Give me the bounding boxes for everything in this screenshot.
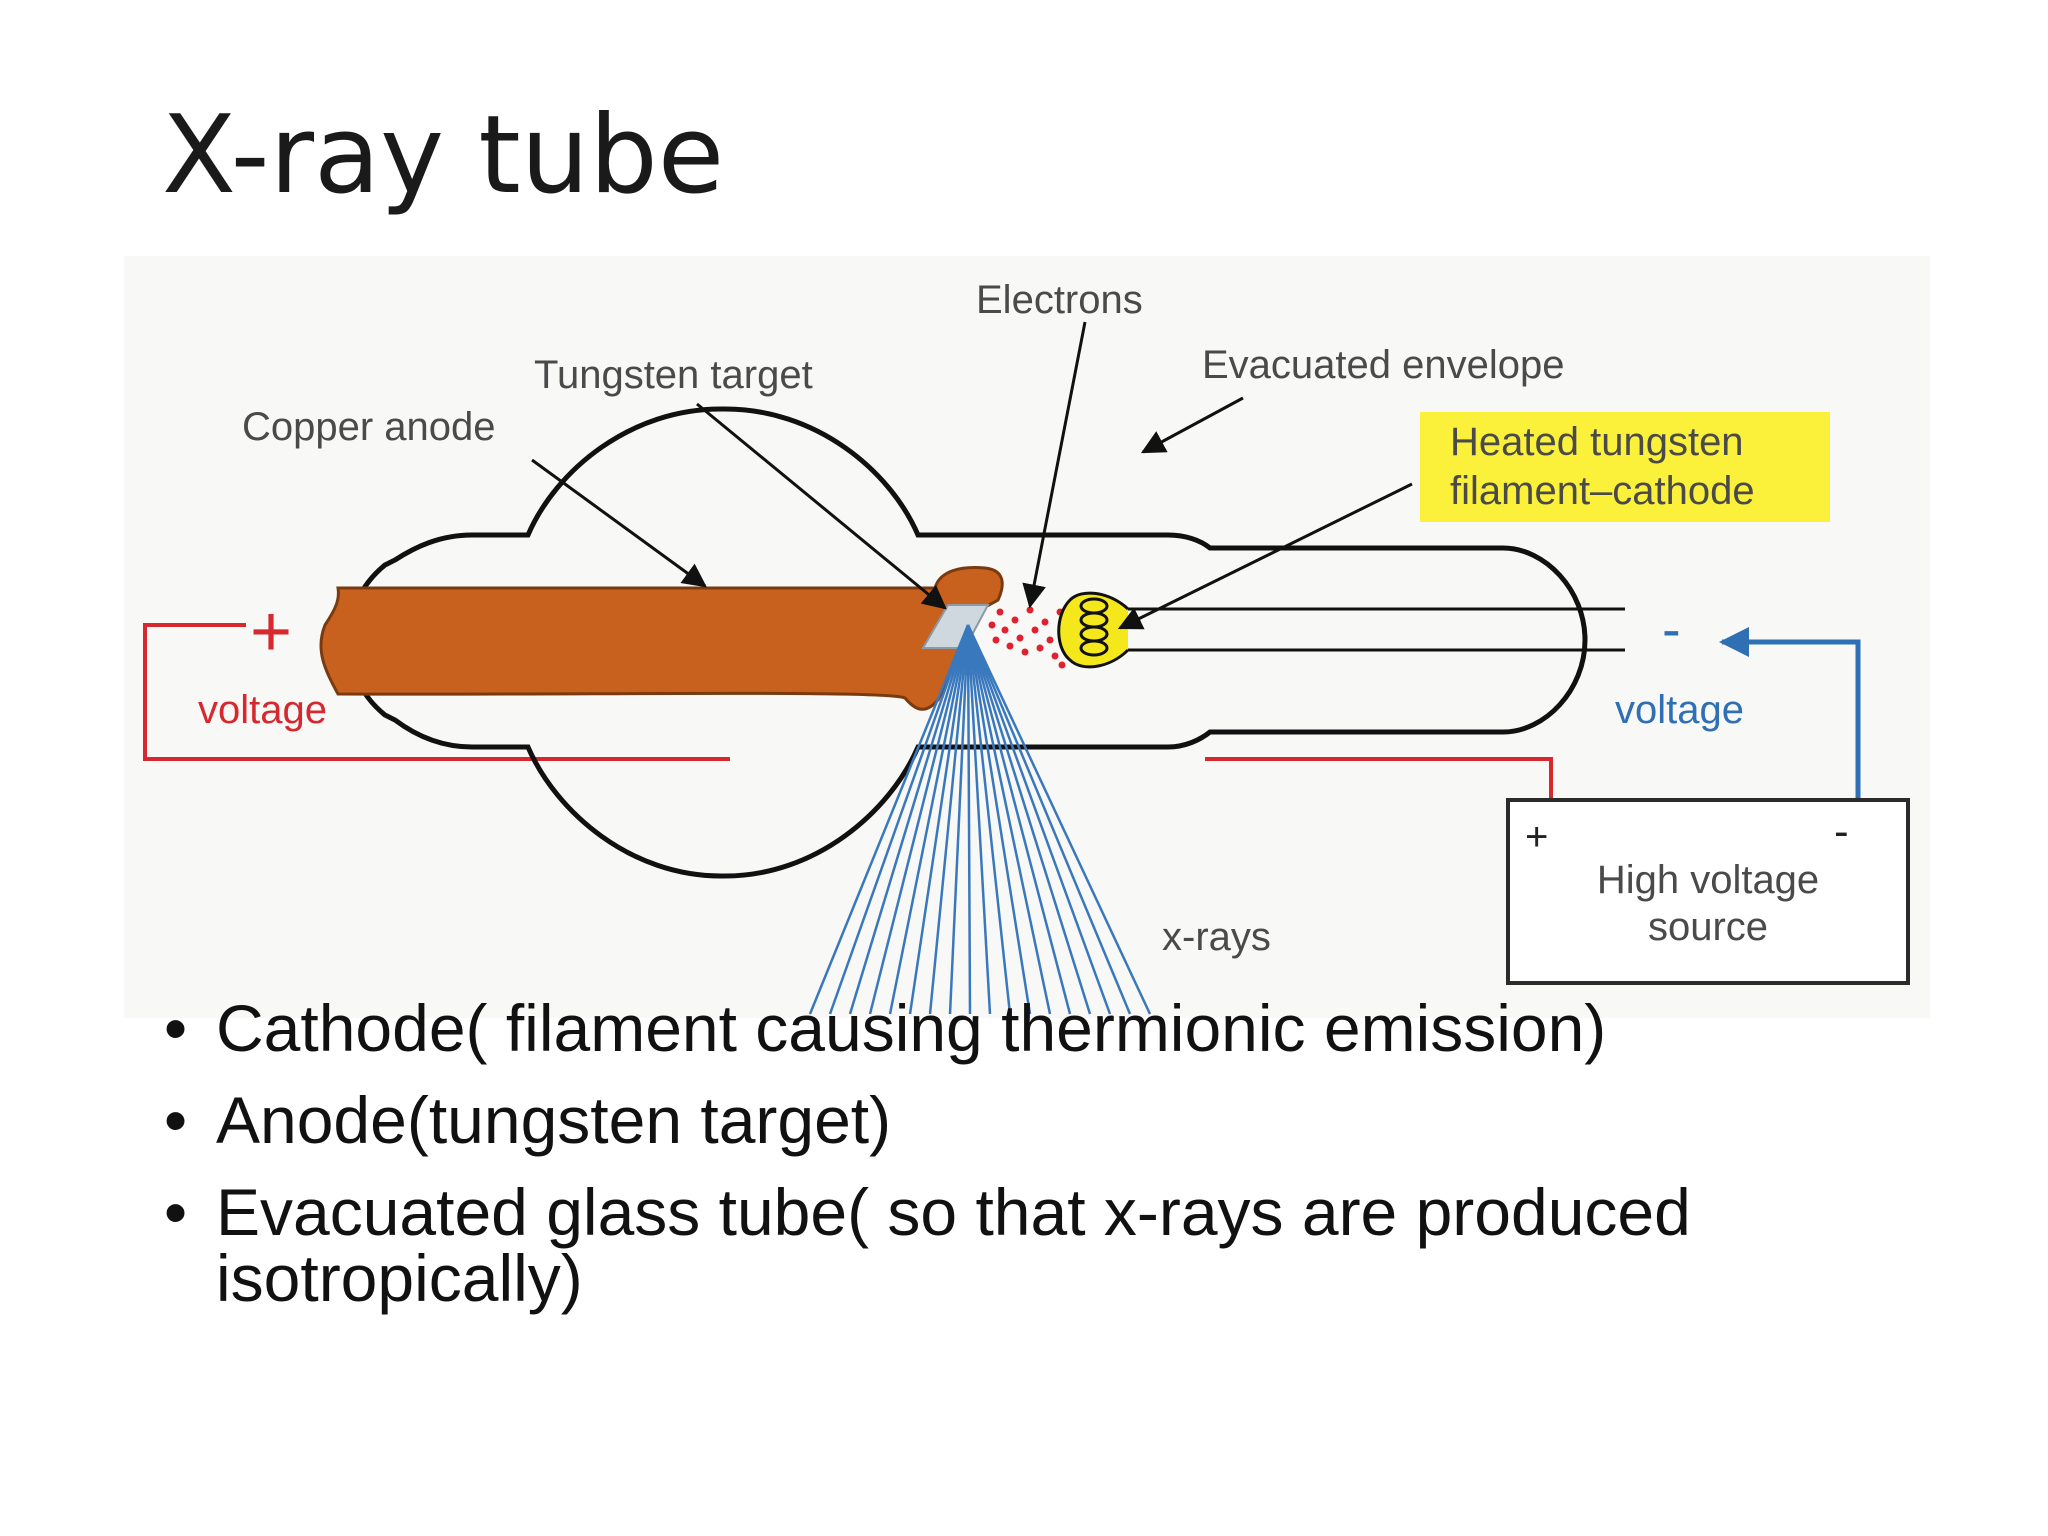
tungsten-target-label: Tungsten target [534,353,813,397]
tungsten-target-arrow [696,402,947,610]
bullet-list: Cathode( filament causing thermionic emi… [162,995,1802,1337]
slide-title: X-ray tube [162,93,725,218]
heated-filament-label-line1: Heated tungsten [1450,420,1744,464]
filament-coil [1079,597,1109,657]
xrays-label: x-rays [1162,915,1271,959]
glass-envelope [345,406,1588,879]
evacuated-envelope-arrow [1140,396,1244,454]
copper-anode [319,566,1004,711]
bullet-item-evacuated-tube: Evacuated glass tube( so that x-rays are… [162,1179,1802,1311]
x-ray-beams [808,624,1152,1015]
anode-circuit-wire [143,623,730,761]
heated-filament-label-line2: filament–cathode [1450,469,1755,513]
cathode-circuit-wire [1719,627,1861,800]
high-voltage-source-label-line2: source [1648,905,1768,949]
cathode-voltage-sign: - [1662,597,1681,660]
high-voltage-source-label-line1: High voltage [1597,858,1819,902]
source-plus-sign: + [1525,815,1548,859]
source-minus-sign: - [1834,807,1849,856]
bullet-item-anode: Anode(tungsten target) [162,1087,1802,1153]
heated-filament-arrow [1117,482,1413,630]
high-voltage-source-box [1506,798,1910,985]
anode-voltage-label: voltage [198,688,327,732]
electrons-label: Electrons [976,278,1143,322]
source-positive-wire [1205,757,1553,800]
heated-filament-highlight [1420,412,1830,522]
anode-voltage-sign: + [250,592,292,672]
evacuated-envelope-label: Evacuated envelope [1202,343,1565,387]
filament-cup [1057,591,1130,669]
electrons-arrow [1022,321,1087,609]
cathode-voltage-label: voltage [1615,688,1744,732]
copper-anode-arrow [531,458,707,588]
copper-anode-label: Copper anode [242,405,496,449]
bullet-item-cathode: Cathode( filament causing thermionic emi… [162,995,1802,1061]
